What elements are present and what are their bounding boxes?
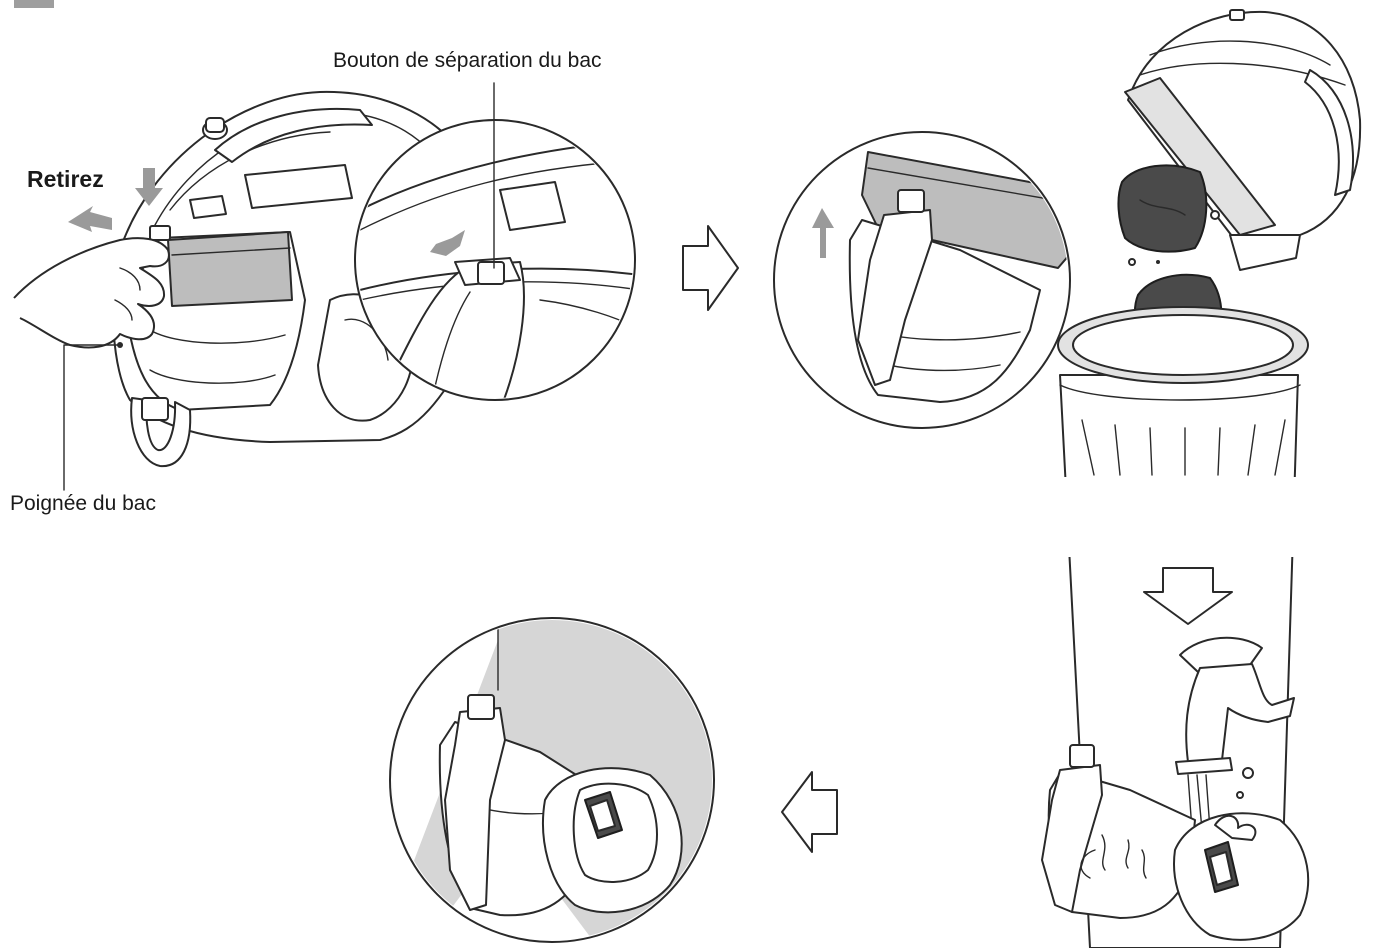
- step-dry: [389, 617, 715, 943]
- corner-marker: [14, 0, 54, 8]
- flow-arrow-down-icon: [1143, 567, 1233, 625]
- handle-leader-line: [63, 344, 121, 491]
- remove-label: Retirez: [27, 166, 104, 192]
- hand-illustration: [13, 237, 170, 349]
- arrow-pull-icon: [68, 206, 112, 232]
- step-remove-bin: [13, 82, 636, 491]
- button-detail-inset: [354, 82, 636, 401]
- flow-arrow-right-icon: [682, 225, 739, 311]
- arrow-lift-icon: [812, 208, 834, 258]
- step-empty-dust: [1040, 9, 1362, 948]
- bin-handle-label: Poignée du bac: [10, 492, 156, 515]
- flow-arrow-left-icon: [781, 771, 838, 853]
- step-detach-cover: [773, 131, 1071, 429]
- arrow-press-icon: [135, 168, 163, 206]
- separation-button-label: Bouton de séparation du bac: [333, 49, 602, 72]
- step-rinse: [1041, 636, 1310, 941]
- faucet: [1175, 636, 1295, 775]
- dust-clump-top: [1117, 164, 1208, 253]
